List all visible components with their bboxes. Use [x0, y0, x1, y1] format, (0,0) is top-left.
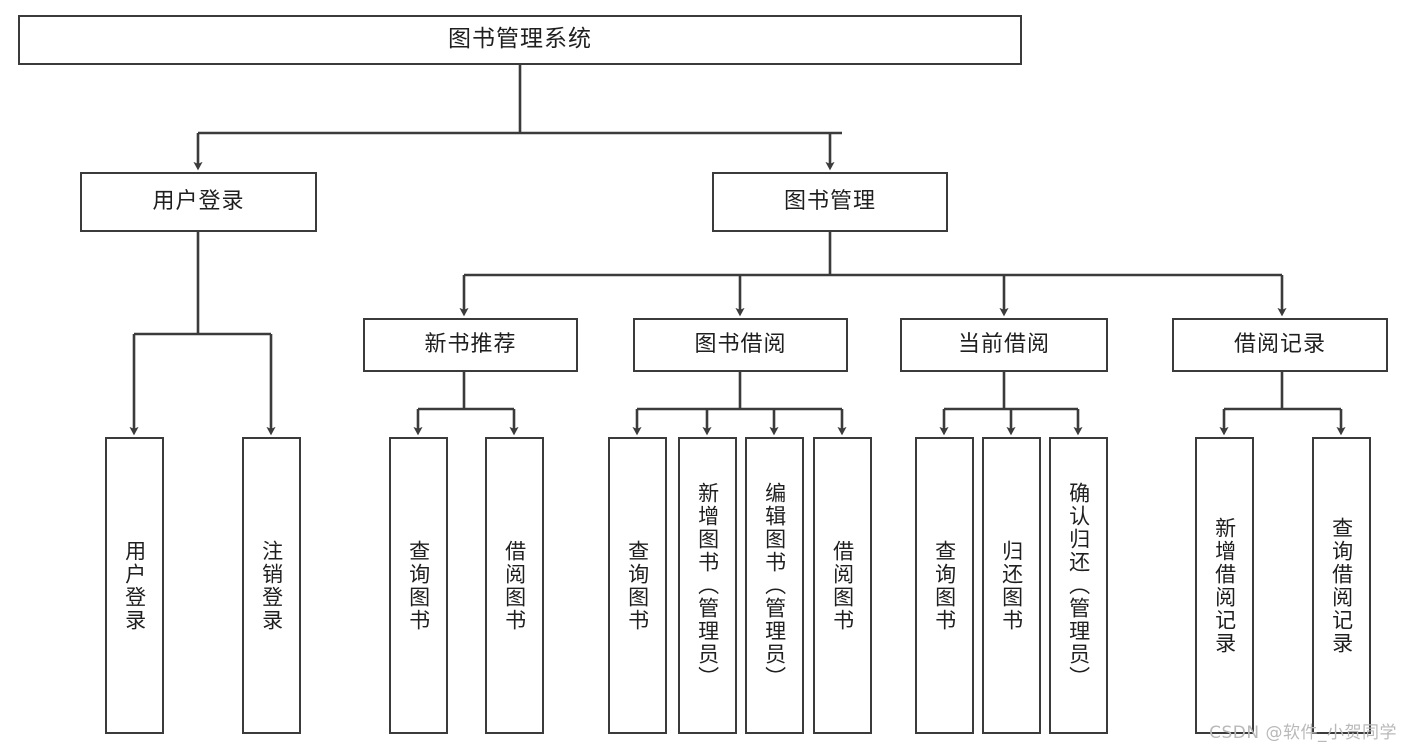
- node-root-book-management-system[interactable]: 图书管理系统: [18, 15, 1022, 65]
- leaf-query-borrow-record[interactable]: 查询借阅记录: [1312, 437, 1371, 734]
- node-label: 借阅记录: [1233, 331, 1326, 357]
- node-borrow-records[interactable]: 借阅记录: [1172, 318, 1388, 372]
- leaf-edit-book-admin[interactable]: 编辑图书（管理员）: [745, 437, 804, 734]
- node-label: 查询图书: [625, 539, 650, 632]
- node-book-management[interactable]: 图书管理: [712, 172, 948, 232]
- node-label: 借阅图书: [502, 539, 527, 632]
- node-label: 确认归还（管理员）: [1066, 482, 1091, 689]
- node-new-book-recommendation[interactable]: 新书推荐: [363, 318, 578, 372]
- leaf-logout[interactable]: 注销登录: [242, 437, 301, 734]
- node-label: 用户登录: [122, 539, 147, 632]
- leaf-user-login[interactable]: 用户登录: [105, 437, 164, 734]
- leaf-add-book-admin[interactable]: 新增图书（管理员）: [678, 437, 737, 734]
- node-label: 图书管理系统: [448, 26, 592, 53]
- node-label: 查询图书: [406, 539, 431, 632]
- leaf-confirm-return-admin[interactable]: 确认归还（管理员）: [1049, 437, 1108, 734]
- node-label: 查询借阅记录: [1329, 516, 1354, 655]
- leaf-borrow-book-newbook[interactable]: 借阅图书: [485, 437, 544, 734]
- node-label: 用户登录: [152, 188, 245, 214]
- leaf-query-book-borrow[interactable]: 查询图书: [608, 437, 667, 734]
- node-label: 新增图书（管理员）: [695, 482, 720, 689]
- node-label: 查询图书: [932, 539, 957, 632]
- leaf-query-book-newbook[interactable]: 查询图书: [389, 437, 448, 734]
- node-label: 编辑图书（管理员）: [762, 482, 787, 689]
- node-label: 当前借阅: [957, 331, 1050, 357]
- watermark-text: CSDN @软件_小贺同学: [1209, 723, 1397, 743]
- node-current-borrow[interactable]: 当前借阅: [900, 318, 1108, 372]
- leaf-add-borrow-record[interactable]: 新增借阅记录: [1195, 437, 1254, 734]
- node-label: 新增借阅记录: [1212, 516, 1237, 655]
- node-label: 新书推荐: [424, 331, 517, 357]
- node-book-borrow[interactable]: 图书借阅: [633, 318, 848, 372]
- node-user-login[interactable]: 用户登录: [80, 172, 317, 232]
- node-label: 注销登录: [259, 539, 284, 632]
- node-label: 图书借阅: [694, 331, 787, 357]
- leaf-query-book-current[interactable]: 查询图书: [915, 437, 974, 734]
- node-label: 归还图书: [999, 539, 1024, 632]
- node-label: 借阅图书: [830, 539, 855, 632]
- node-label: 图书管理: [783, 188, 876, 214]
- leaf-return-book[interactable]: 归还图书: [982, 437, 1041, 734]
- leaf-borrow-book[interactable]: 借阅图书: [813, 437, 872, 734]
